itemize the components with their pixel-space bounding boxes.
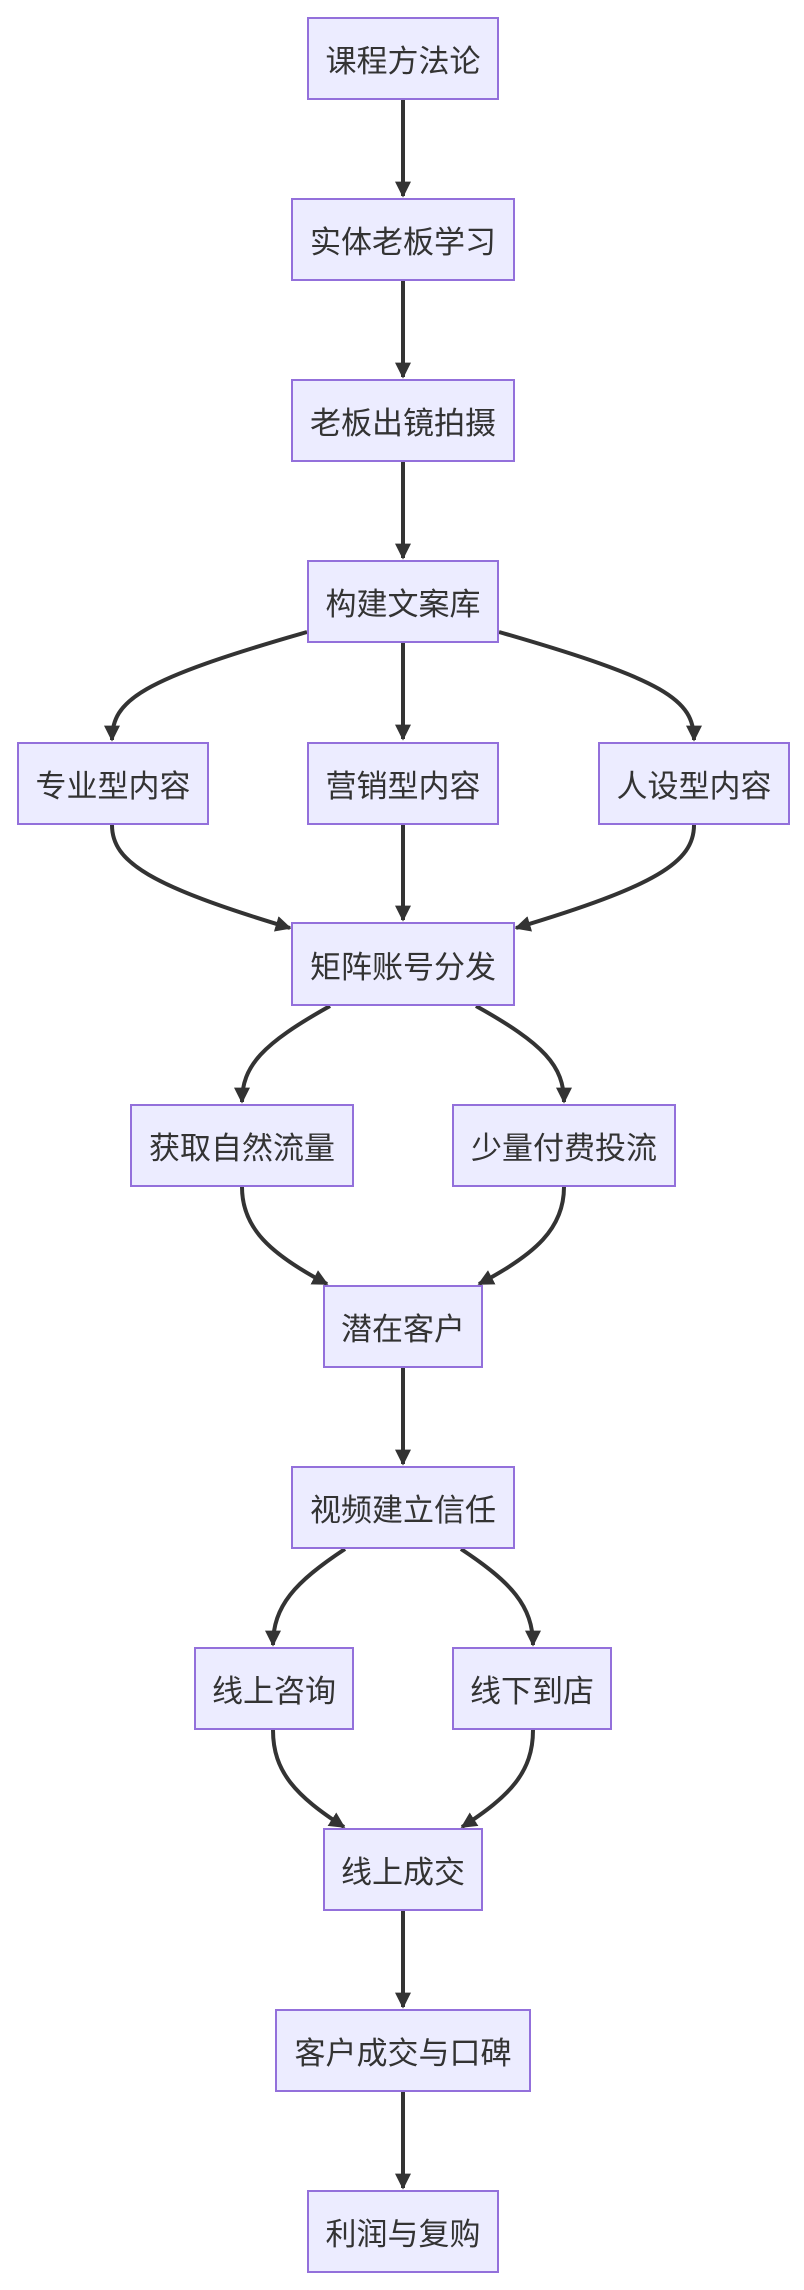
node-organic-traffic: 获取自然流量: [130, 1104, 354, 1187]
edge-n9-n11: [240, 1186, 329, 1286]
edge-n8-n9: [234, 1004, 331, 1104]
node-owner-on-camera: 老板出镜拍摄: [291, 379, 515, 462]
node-matrix-distribution: 矩阵账号分发: [291, 922, 515, 1006]
edge-n12-n14: [459, 1547, 541, 1647]
edge-n4-n7: [498, 630, 702, 742]
edge-n4-n5: [104, 630, 308, 742]
edge-n13-n15: [271, 1729, 346, 1829]
node-video-trust: 视频建立信任: [291, 1466, 515, 1549]
node-offline-visit: 线下到店: [452, 1647, 612, 1730]
node-course-methodology: 课程方法论: [307, 17, 499, 100]
node-persona-content: 人设型内容: [598, 742, 790, 825]
edge-n10-n11: [477, 1186, 566, 1286]
node-online-deal: 线上成交: [323, 1828, 483, 1911]
edge-n5-n8: [110, 824, 292, 932]
edge-n8-n10: [475, 1004, 572, 1104]
edge-n12-n13: [265, 1547, 347, 1647]
node-marketing-content: 营销型内容: [307, 742, 499, 825]
edge-n7-n8: [514, 824, 696, 932]
edge-n14-n15: [460, 1729, 535, 1829]
node-potential-customers: 潜在客户: [323, 1285, 483, 1368]
node-copy-library: 构建文案库: [307, 560, 499, 643]
node-profit-repurchase: 利润与复购: [307, 2190, 499, 2273]
node-paid-traffic: 少量付费投流: [452, 1104, 676, 1187]
node-owner-learning: 实体老板学习: [291, 198, 515, 281]
node-deal-and-reputation: 客户成交与口碑: [275, 2009, 531, 2092]
node-online-consultation: 线上咨询: [194, 1647, 354, 1730]
node-professional-content: 专业型内容: [17, 742, 209, 825]
